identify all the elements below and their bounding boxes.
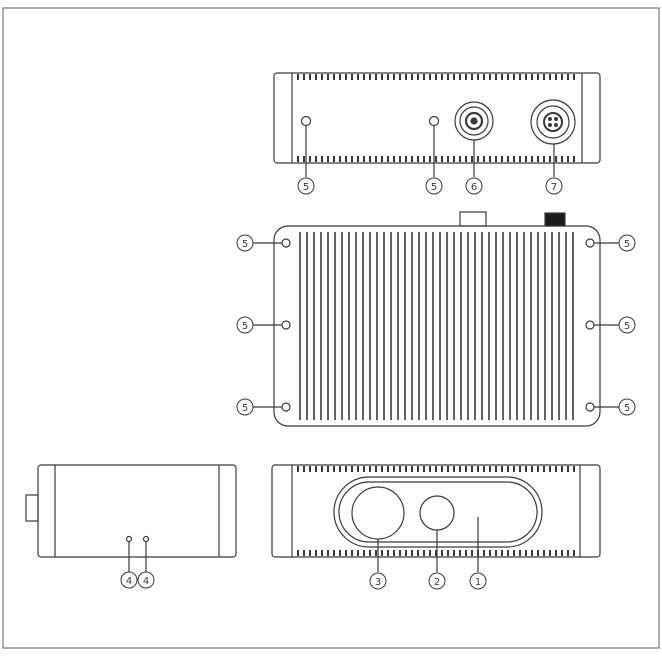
callout-label: 5 bbox=[242, 403, 248, 414]
callout-label: 5 bbox=[242, 321, 248, 332]
callout-7: 7 bbox=[545, 177, 563, 195]
callout-label: 5 bbox=[303, 182, 309, 193]
callout-label: 5 bbox=[624, 239, 630, 250]
heatsink-screw-left-bottom bbox=[281, 402, 291, 412]
heatsink-screw-left-middle bbox=[281, 320, 291, 330]
front-panel-view bbox=[271, 464, 601, 572]
heatsink-screw-left-top bbox=[281, 238, 291, 248]
callout-2: 2 bbox=[428, 572, 446, 590]
callout-label: 1 bbox=[475, 577, 481, 588]
callout-3: 3 bbox=[369, 572, 387, 590]
front-window-outer bbox=[333, 476, 543, 548]
front-window-inner bbox=[338, 481, 538, 543]
rear-panel-body bbox=[273, 72, 601, 164]
heatsink-fins bbox=[299, 232, 574, 420]
callout-label: 4 bbox=[143, 576, 149, 587]
callout-label: 5 bbox=[242, 239, 248, 250]
front-port-3-large bbox=[351, 486, 405, 540]
callout-label: 5 bbox=[431, 182, 437, 193]
rear-bottom-fins bbox=[297, 156, 575, 162]
top-edge-tab-left bbox=[459, 211, 487, 227]
side-connector-stub bbox=[25, 494, 39, 522]
callout-5-left-bottom: 5 bbox=[236, 398, 254, 416]
callout-label: 7 bbox=[551, 182, 557, 193]
heatsink-screw-right-top bbox=[585, 238, 595, 248]
front-port-2-small bbox=[419, 495, 455, 531]
led-indicator-left bbox=[125, 535, 133, 543]
callout-1: 1 bbox=[469, 572, 487, 590]
rear-screw-hole-left bbox=[300, 115, 312, 127]
connector-7-icon bbox=[530, 99, 576, 145]
callout-5-rear-left: 5 bbox=[297, 177, 315, 195]
callout-5-right-top: 5 bbox=[618, 234, 636, 252]
callout-label: 4 bbox=[126, 576, 132, 587]
callout-label: 5 bbox=[624, 403, 630, 414]
callout-label: 2 bbox=[434, 577, 440, 588]
callout-5-rear-right: 5 bbox=[425, 177, 443, 195]
front-bottom-fins bbox=[297, 550, 575, 556]
top-edge-tab-right bbox=[544, 212, 566, 227]
front-top-fins bbox=[297, 466, 575, 472]
callout-6: 6 bbox=[465, 177, 483, 195]
side-view-callouts: 4 4 bbox=[120, 571, 155, 589]
callout-5-right-bottom: 5 bbox=[618, 398, 636, 416]
heatsink-body bbox=[273, 225, 601, 427]
rear-screw-hole-right bbox=[428, 115, 440, 127]
callout-label: 6 bbox=[471, 182, 477, 193]
side-body bbox=[37, 464, 237, 558]
top-rear-panel-view bbox=[273, 72, 601, 177]
connector-6-icon bbox=[454, 101, 494, 141]
callout-label: 5 bbox=[624, 321, 630, 332]
heatsink-screw-right-middle bbox=[585, 320, 595, 330]
callout-5-left-middle: 5 bbox=[236, 316, 254, 334]
heatsink-callouts: 5 5 5 5 5 5 bbox=[236, 234, 636, 416]
top-view-callouts: 5 5 6 7 bbox=[297, 177, 563, 195]
heatsink-top-view bbox=[253, 211, 620, 427]
front-panel-body bbox=[271, 464, 601, 558]
heatsink-screw-right-bottom bbox=[585, 402, 595, 412]
drawing-frame bbox=[2, 7, 660, 649]
callout-4-left: 4 bbox=[120, 571, 138, 589]
callout-label: 3 bbox=[375, 577, 381, 588]
callout-5-right-middle: 5 bbox=[618, 316, 636, 334]
led-indicator-right bbox=[142, 535, 150, 543]
callout-4-right: 4 bbox=[137, 571, 155, 589]
side-view bbox=[25, 464, 237, 572]
front-panel-callouts: 3 2 1 bbox=[369, 572, 487, 590]
callout-5-left-top: 5 bbox=[236, 234, 254, 252]
rear-top-fins bbox=[297, 74, 575, 80]
